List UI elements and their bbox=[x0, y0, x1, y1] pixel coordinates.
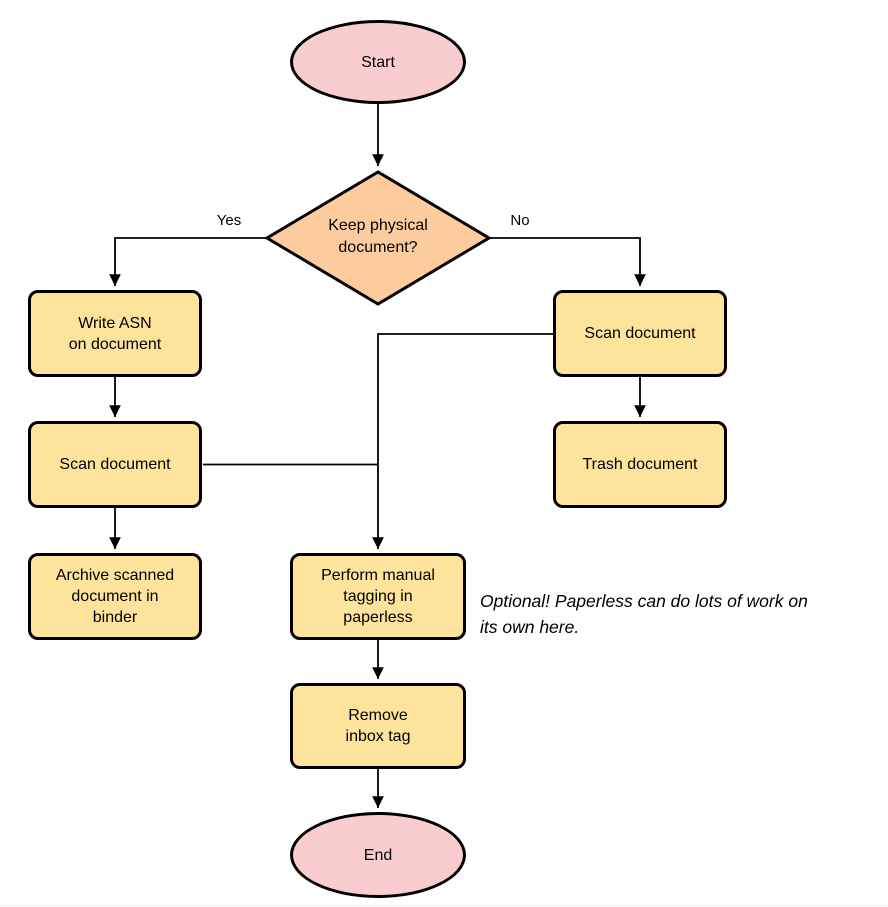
node-write-asn: Write ASN on document bbox=[28, 290, 202, 377]
node-archive-binder-label: Archive scanned document in binder bbox=[55, 567, 175, 626]
edge-decision-yes-write-asn bbox=[109, 237, 267, 286]
node-scan-document-right-label: Scan document bbox=[584, 325, 696, 342]
edge-scan-right-tagging bbox=[372, 333, 553, 549]
node-remove-inbox-tag: Remove inbox tag bbox=[290, 683, 466, 769]
node-manual-tagging: Perform manual tagging in paperless bbox=[290, 553, 466, 640]
node-decision-label: Keep physical document? bbox=[328, 217, 428, 256]
bottom-divider bbox=[0, 905, 888, 906]
node-start-label: Start bbox=[361, 53, 395, 71]
node-scan-document-left: Scan document bbox=[28, 421, 202, 508]
annotation-optional-note: Optional! Paperless can do lots of work … bbox=[480, 591, 808, 637]
node-remove-inbox-tag-label: Remove inbox tag bbox=[345, 707, 411, 745]
edge-label-no: No bbox=[510, 212, 530, 229]
node-scan-document-left-label: Scan document bbox=[59, 456, 171, 473]
node-end-label: End bbox=[363, 846, 393, 864]
node-scan-document-right: Scan document bbox=[553, 290, 727, 377]
edge-decision-no-scan-right bbox=[489, 237, 646, 286]
edge-label-yes: Yes bbox=[216, 212, 242, 229]
node-start: Start bbox=[290, 20, 466, 104]
node-trash-document: Trash document bbox=[553, 421, 727, 508]
decision-diamond-shape bbox=[264, 170, 492, 306]
node-write-asn-label: Write ASN on document bbox=[68, 314, 162, 353]
node-trash-document-label: Trash document bbox=[582, 456, 698, 473]
node-archive-binder: Archive scanned document in binder bbox=[28, 553, 202, 640]
node-manual-tagging-label: Perform manual tagging in paperless bbox=[321, 567, 435, 626]
node-end: End bbox=[290, 812, 466, 898]
